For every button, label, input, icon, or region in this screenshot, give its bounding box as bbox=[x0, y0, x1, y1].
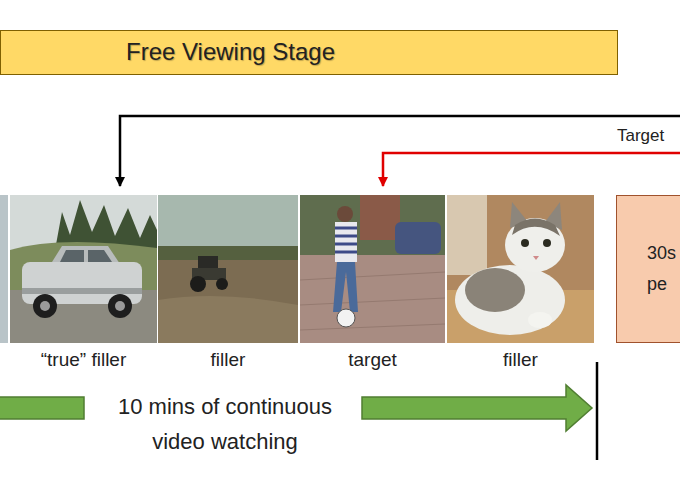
timeline-arrow bbox=[0, 397, 84, 419]
video-frame: filler bbox=[447, 195, 594, 343]
return-arrow bbox=[120, 116, 680, 186]
node-text: Free Viewing Stage bbox=[126, 31, 335, 73]
video-frame: target bbox=[300, 195, 445, 343]
partial-video-frame bbox=[0, 195, 8, 343]
tractor-video-frame bbox=[158, 195, 298, 343]
cat-video-frame bbox=[447, 195, 594, 343]
end-line bbox=[596, 362, 599, 460]
node-text: 30s pe bbox=[647, 238, 680, 300]
frame-caption: “true” filler bbox=[41, 349, 127, 371]
video-frame: “true” filler bbox=[10, 195, 157, 343]
timeline-label: 10 mins of continuous video watching bbox=[95, 389, 355, 459]
frame-caption: filler bbox=[503, 349, 538, 371]
arrow-label: Target bbox=[617, 126, 664, 146]
timeline-arrow bbox=[362, 385, 592, 431]
phase-box: 30s pe bbox=[616, 195, 680, 343]
target-video-frame bbox=[300, 195, 445, 343]
target-arrow bbox=[383, 153, 680, 186]
frame-caption: filler bbox=[211, 349, 246, 371]
car-video-frame bbox=[10, 195, 157, 343]
stage-banner: Free Viewing Stage bbox=[0, 30, 618, 75]
frame-caption: target bbox=[348, 349, 397, 371]
video-frame: filler bbox=[158, 195, 298, 343]
